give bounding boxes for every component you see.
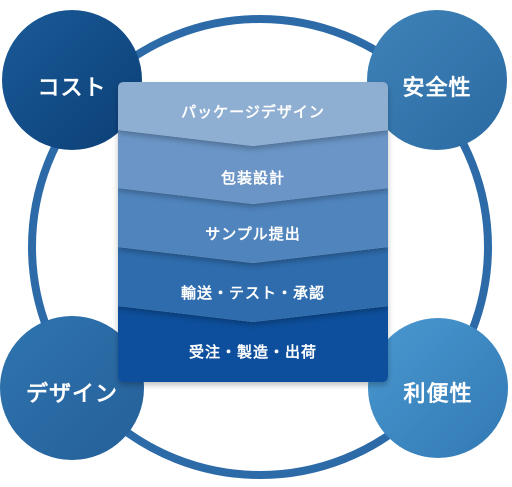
step-label-5: 受注・製造・出荷: [188, 343, 317, 361]
corner-circle-convenience: [368, 318, 508, 458]
step-shape-4: [118, 247, 388, 322]
step-label-3: サンプル提出: [205, 225, 301, 243]
corner-label-convenience: 利便性: [403, 382, 473, 407]
step-label-1: パッケージデザイン: [181, 103, 325, 121]
corner-circle-safety: [367, 10, 507, 150]
outer-ring: [28, 15, 492, 479]
step-shape-3: [118, 188, 388, 263]
step-shape-1: [118, 82, 388, 146]
step-shape-2: [118, 130, 388, 204]
step-shape-5: [118, 306, 388, 382]
corner-label-design: デザイン: [25, 382, 118, 407]
step-label-4: 輸送・テスト・承認: [180, 284, 325, 302]
corner-circle-cost: [2, 10, 142, 150]
corner-label-safety: 安全性: [402, 76, 472, 101]
step-label-2: 包装設計: [220, 169, 285, 187]
corner-label-cost: コスト: [37, 76, 107, 101]
corner-circle-design: [0, 316, 144, 460]
